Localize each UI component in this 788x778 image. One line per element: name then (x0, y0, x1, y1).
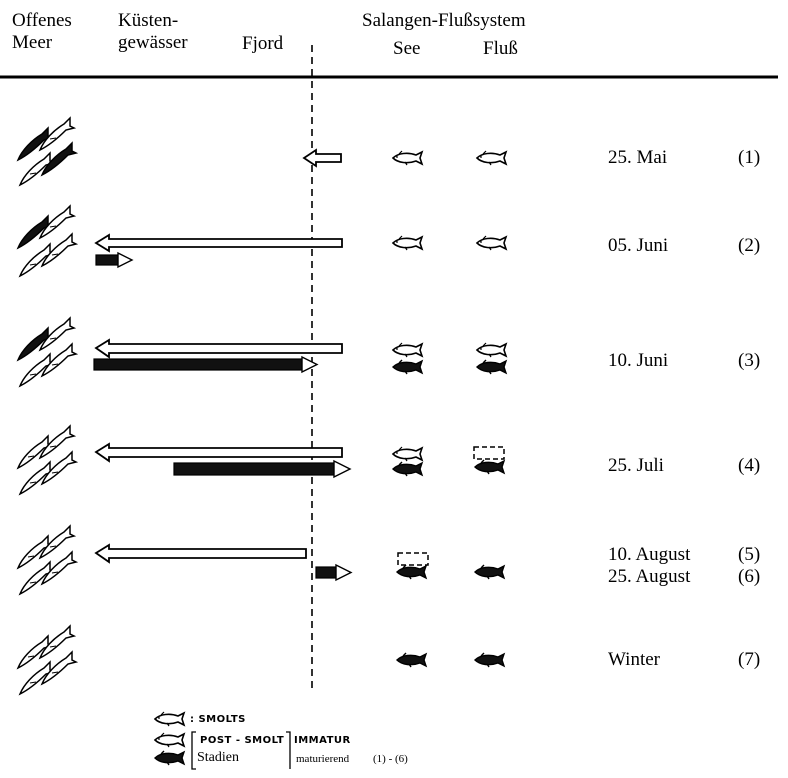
row7-lake-maturing (396, 652, 427, 668)
row5-lake-maturing (396, 564, 427, 580)
header-kuesten: Küsten- (118, 10, 179, 31)
legend-bracket-left (191, 731, 196, 770)
row2-river-smolt (476, 235, 507, 251)
row1-date: 25. Mai (608, 147, 668, 168)
row6-num: (6) (738, 566, 761, 587)
row5-num: (5) (738, 544, 761, 565)
row4-sea-fish-group (17, 425, 77, 495)
header-fjord: Fjord (242, 33, 284, 54)
row2-lake-smolt (392, 235, 423, 251)
row4-lake-post-smolt (392, 446, 423, 462)
row3-date: 10. Juni (608, 350, 669, 371)
legend-maturierend: maturierend (296, 753, 350, 765)
legend-post-smolt-icon (154, 732, 185, 748)
row4-num: (4) (738, 455, 761, 476)
row5-open-arrow (94, 543, 307, 564)
row5-filled-arrow (315, 563, 353, 582)
row5-date: 10. August (608, 544, 691, 565)
row4-date: 25. Juli (608, 455, 664, 476)
legend-smolts: : SMOLTS (190, 714, 246, 725)
row5-river-maturing (474, 564, 505, 580)
row2-num: (2) (738, 235, 761, 256)
row3-sea-fish-group (17, 317, 77, 387)
legend-immatur: IMMATUR (294, 735, 351, 746)
row1-sea-fish-group (17, 117, 77, 186)
row2-date: 05. Juni (608, 235, 669, 256)
row7-num: (7) (738, 649, 761, 670)
row1-lake-smolt (392, 150, 423, 166)
row5-sea-fish-group (17, 525, 77, 595)
row7-sea-fish-group (17, 625, 77, 695)
legend-smolt-icon (154, 711, 185, 727)
row3-filled-arrow (93, 355, 319, 374)
row3-lake-maturing (392, 359, 423, 375)
row3-open-arrow (94, 338, 343, 359)
legend-range: (1) - (6) (373, 753, 408, 765)
row4-river-empty-box (473, 446, 505, 460)
row6-date: 25. August (608, 566, 691, 587)
row3-lake-post-smolt (392, 342, 423, 358)
header-see: See (393, 38, 421, 59)
row2-open-arrow (94, 233, 343, 253)
row2-filled-arrow (95, 251, 134, 269)
header-meer: Meer (12, 32, 53, 53)
header-offenes: Offenes (12, 10, 72, 31)
legend-post-smolt: POST - SMOLT (200, 735, 285, 746)
header-system: Salangen-Flußsystem (362, 10, 526, 31)
row1-open-arrow (302, 148, 342, 168)
row2-sea-fish-group (17, 205, 77, 277)
row4-open-arrow (94, 442, 343, 463)
row1-num: (1) (738, 147, 761, 168)
row1-river-smolt (476, 150, 507, 166)
row4-river-maturing (474, 459, 505, 475)
row3-river-post-smolt (476, 342, 507, 358)
header-fluss: Fluß (483, 38, 518, 59)
row4-filled-arrow (173, 459, 352, 479)
legend-stadien: Stadien (197, 750, 239, 765)
row3-num: (3) (738, 350, 761, 371)
header-gewaesser: gewässer (118, 32, 188, 53)
row5-lake-empty-box (397, 552, 429, 566)
row7-date: Winter (608, 649, 660, 670)
row7-river-maturing (474, 652, 505, 668)
row4-lake-maturing (392, 461, 423, 477)
legend-maturing-icon (154, 750, 185, 766)
legend-bracket-right (286, 731, 291, 769)
row3-river-maturing (476, 359, 507, 375)
